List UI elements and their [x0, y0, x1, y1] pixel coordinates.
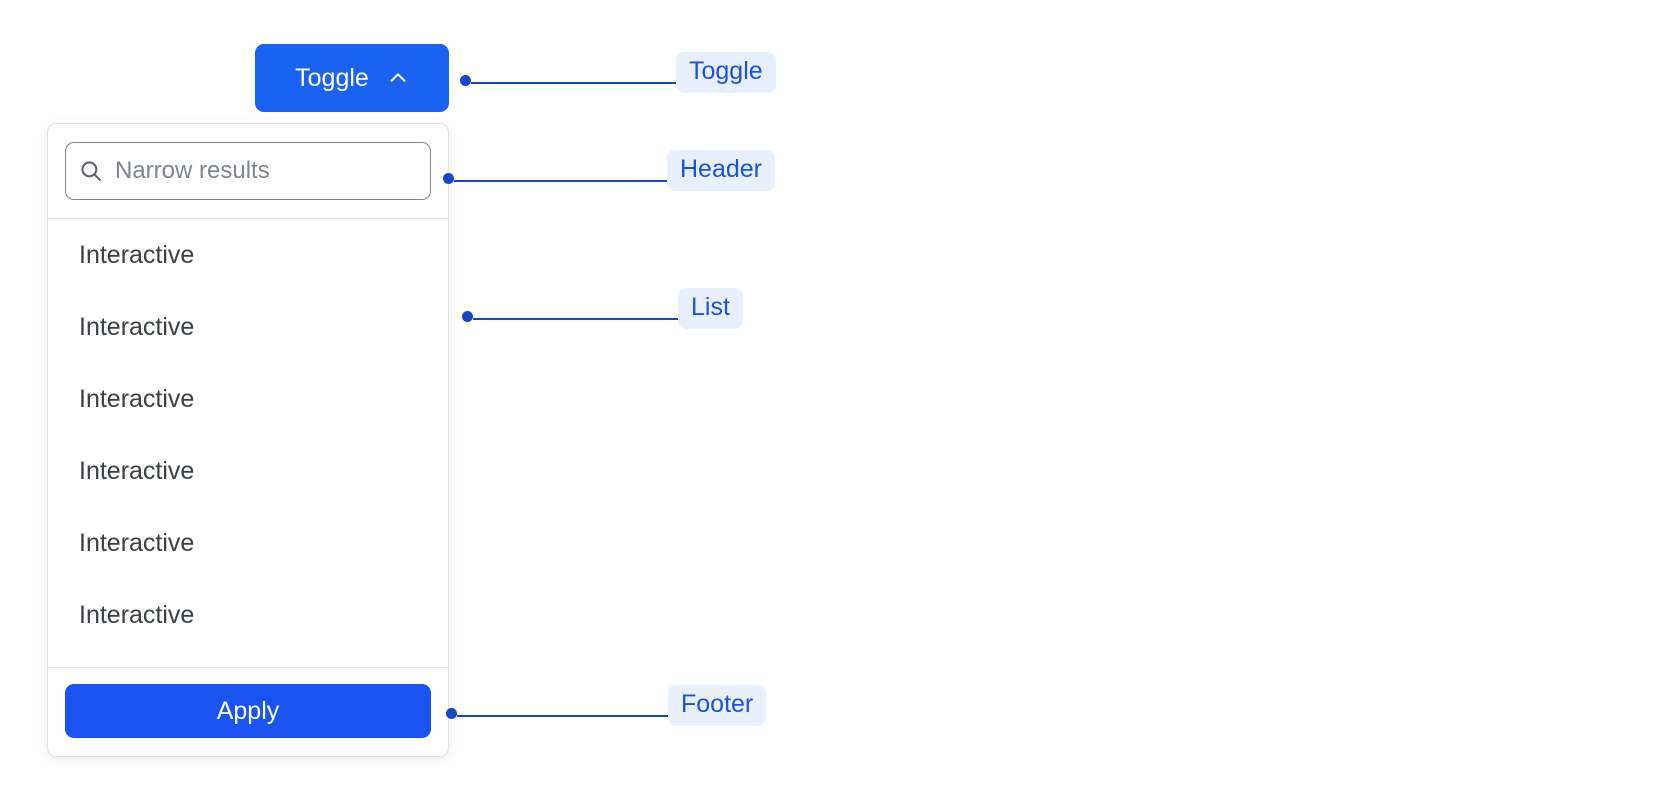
search-input[interactable] [115, 157, 418, 185]
dropdown-header [48, 124, 448, 219]
annotation-line [457, 715, 668, 717]
annotation-dot [460, 75, 471, 86]
annotation-label: Header [667, 150, 775, 191]
annotation-label: Toggle [676, 52, 776, 93]
annotation-dot [462, 311, 473, 322]
list-item[interactable]: Interactive [79, 528, 195, 557]
annotation-dot [443, 173, 454, 184]
list-item[interactable]: Interactive [79, 240, 195, 269]
search-icon [78, 158, 104, 184]
dropdown-list: Interactive Interactive Interactive Inte… [48, 219, 448, 667]
annotation-label: List [678, 288, 743, 329]
search-field[interactable] [65, 142, 431, 200]
dropdown-panel: Interactive Interactive Interactive Inte… [47, 123, 449, 757]
toggle-button-label: Toggle [295, 63, 369, 92]
annotation-line [471, 82, 676, 84]
toggle-button[interactable]: Toggle [255, 44, 449, 112]
dropdown-footer: Apply [48, 667, 448, 756]
apply-button[interactable]: Apply [65, 684, 431, 738]
list-item[interactable]: Interactive [79, 600, 195, 629]
list-item[interactable]: Interactive [79, 384, 195, 413]
list-item[interactable]: Interactive [79, 312, 195, 341]
annotation-line [454, 180, 667, 182]
list-item[interactable]: Interactive [79, 456, 195, 485]
annotation-dot [446, 708, 457, 719]
annotation-label: Footer [668, 685, 767, 726]
annotation-line [473, 318, 678, 320]
chevron-up-icon [387, 67, 409, 89]
